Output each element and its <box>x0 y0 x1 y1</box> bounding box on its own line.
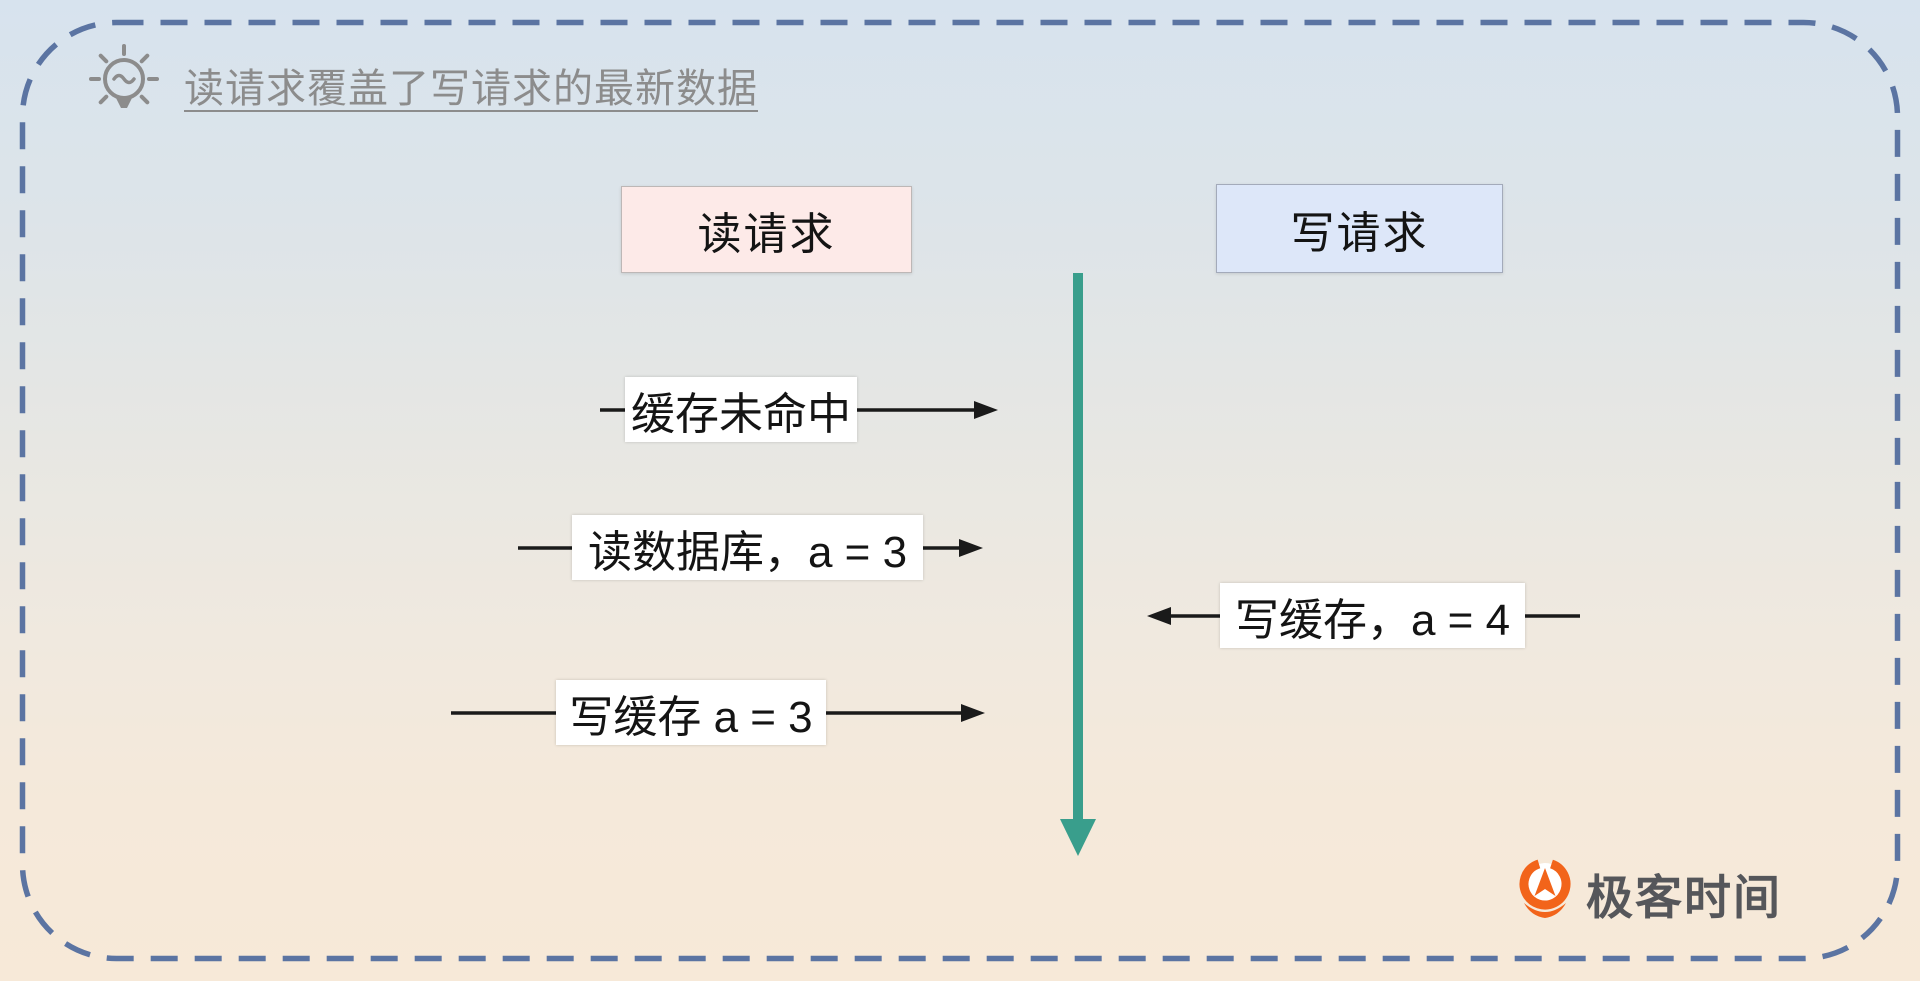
message-text: 写缓存 a = 3 <box>569 692 813 742</box>
actor-read-label: 读请求 <box>697 209 836 259</box>
message-line-write-cache-4 <box>1147 607 1580 625</box>
lightbulb-icon <box>86 41 162 130</box>
brand-name: 极客时间 <box>1586 871 1782 924</box>
actor-write-label: 写请求 <box>1290 208 1429 258</box>
message-label-write-cache-3: 写缓存 a = 3 <box>556 680 826 745</box>
message-line-write-cache-3 <box>451 704 985 722</box>
message-text: 读数据库，a = 3 <box>587 527 908 577</box>
message-label-write-cache-4: 写缓存，a = 4 <box>1220 583 1525 648</box>
message-line-read-db <box>518 539 983 557</box>
actor-read-request: 读请求 <box>621 186 912 273</box>
message-text: 缓存未命中 <box>631 389 851 439</box>
message-line-cache-miss <box>600 401 998 419</box>
hint-text: 读请求覆盖了写请求的最新数据 <box>184 67 758 111</box>
hint-row: 读请求覆盖了写请求的最新数据 <box>86 42 758 128</box>
message-label-cache-miss: 缓存未命中 <box>625 377 857 442</box>
message-text: 写缓存，a = 4 <box>1234 595 1511 645</box>
geektime-logo-icon <box>1516 856 1574 931</box>
actor-write-request: 写请求 <box>1216 184 1503 273</box>
brand-logo: 极客时间 <box>1516 856 1782 931</box>
message-label-read-db: 读数据库，a = 3 <box>572 515 923 580</box>
timeline-arrow <box>1060 273 1096 856</box>
